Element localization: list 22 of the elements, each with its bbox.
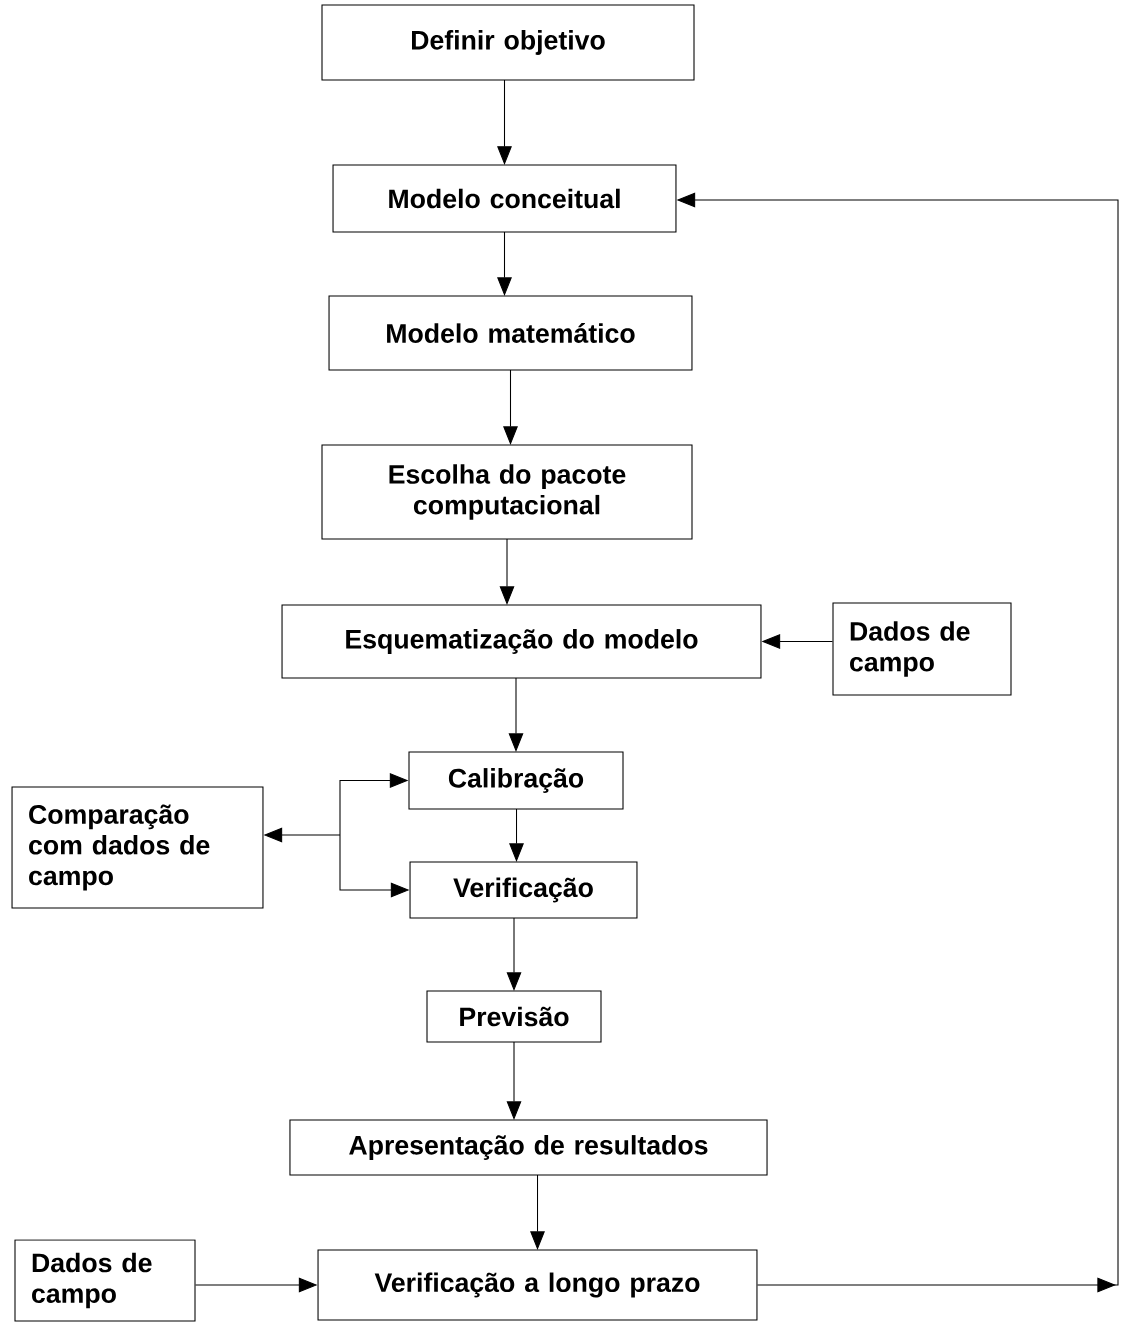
arrow	[508, 677, 524, 752]
arrow	[497, 231, 512, 296]
arrow	[506, 917, 522, 991]
process-box: Verificação	[409, 861, 638, 919]
arrow	[509, 808, 524, 862]
process-box: Esquematização do modelo	[281, 604, 762, 679]
arrow	[506, 1041, 522, 1120]
process-box: Dados de campo	[832, 602, 1012, 696]
process-box: Previsão	[426, 990, 602, 1043]
arrow	[503, 369, 518, 445]
process-box: Dados de campo	[14, 1239, 196, 1322]
process-box: Definir objetivo	[321, 4, 695, 81]
process-box: Comparação com dados de campo	[11, 786, 264, 909]
process-box: Verificação a longo prazo	[317, 1249, 758, 1321]
process-box: Apresentação de resultados	[289, 1119, 768, 1176]
process-box: Modelo conceitual	[332, 164, 677, 233]
arrow	[530, 1174, 545, 1250]
arrow	[499, 538, 515, 605]
process-box: Calibração	[408, 751, 624, 810]
arrow	[497, 79, 512, 165]
process-box: Modelo matemático	[328, 295, 693, 371]
process-box: Escolha do pacote computacional	[321, 444, 693, 540]
